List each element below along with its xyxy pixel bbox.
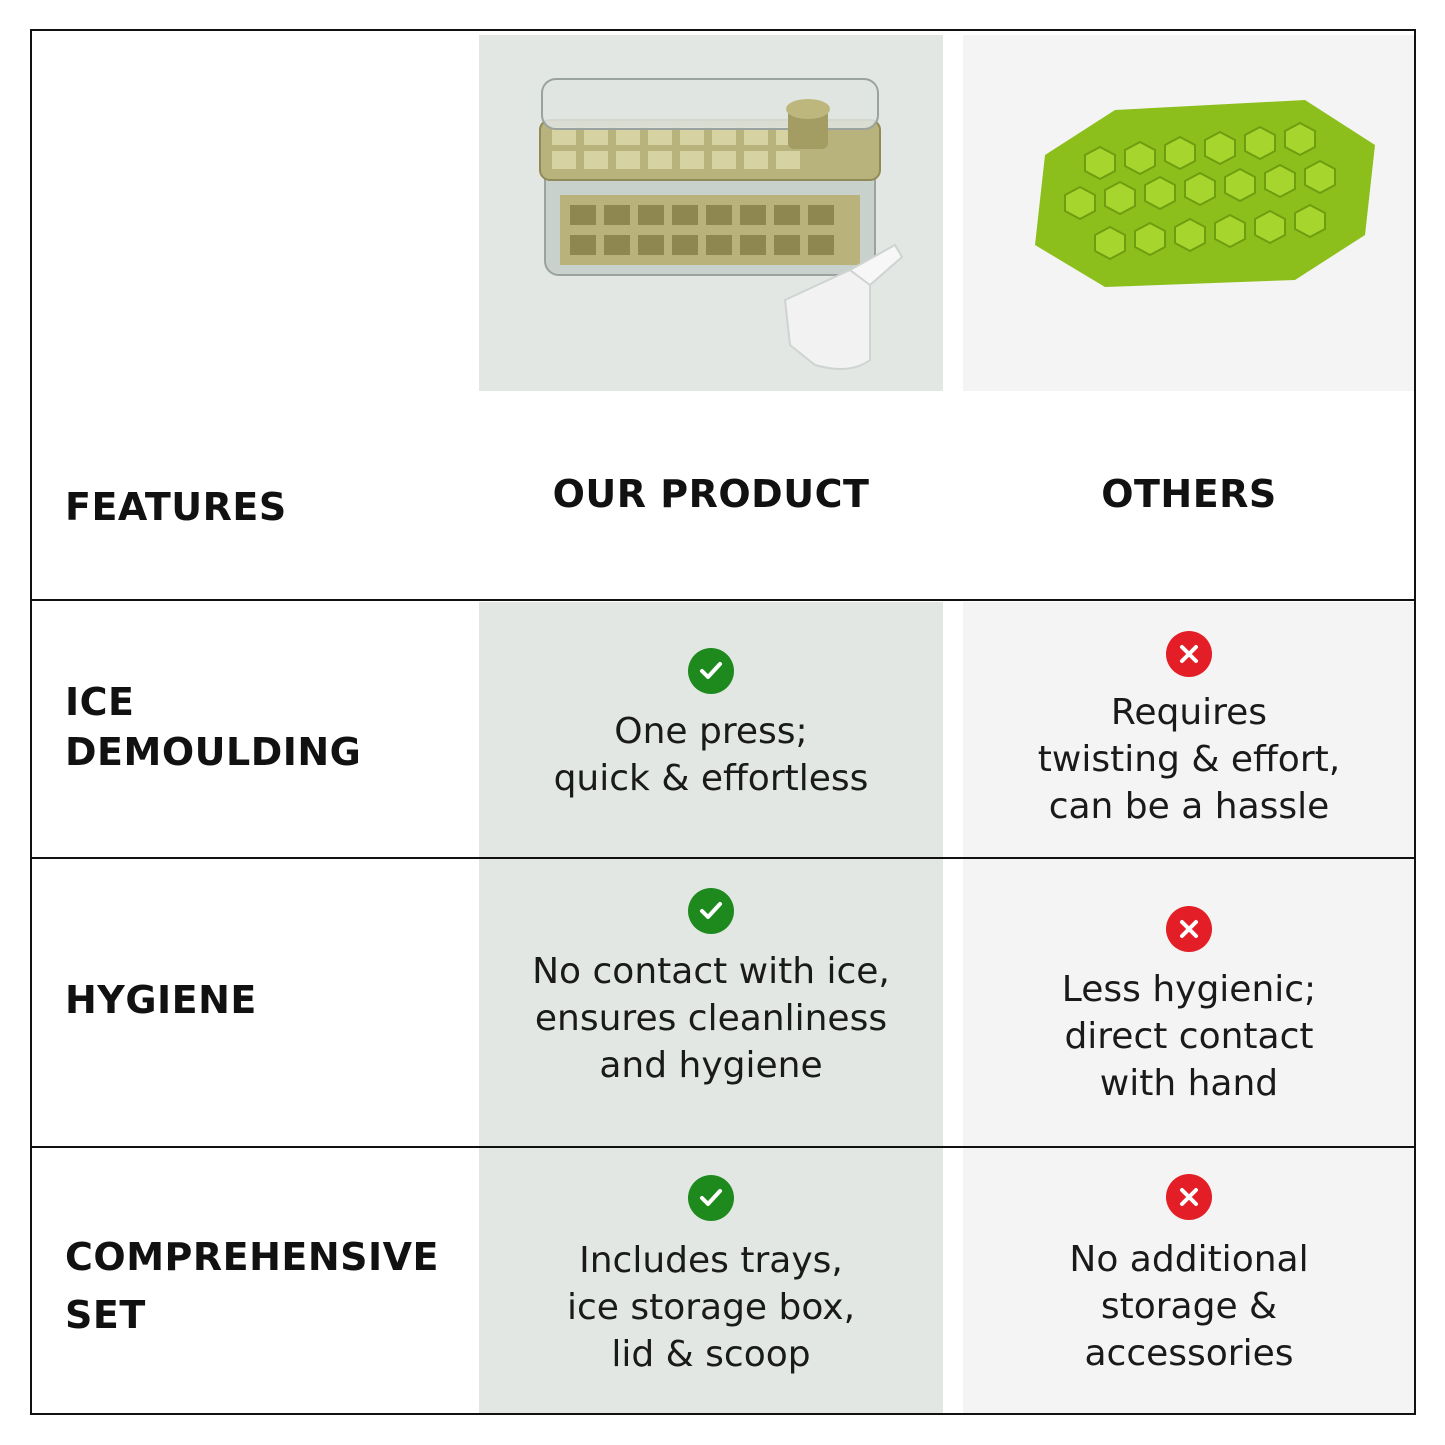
- our-cell-ice-demoulding: One press; quick & effortless: [479, 648, 943, 802]
- comparison-table: [30, 29, 1416, 1415]
- our-text: No contact with ice, ensures cleanliness…: [532, 951, 890, 1086]
- others-cell-comprehensive-set: No additional storage & accessories: [963, 1174, 1415, 1377]
- others-text: Requires twisting & effort, can be a has…: [1037, 692, 1341, 827]
- others-header: OTHERS: [1101, 472, 1277, 516]
- row-divider: [30, 1146, 1416, 1148]
- others-text: No additional storage & accessories: [1069, 1239, 1309, 1374]
- cross-icon: [1166, 906, 1212, 952]
- row-divider: [30, 857, 1416, 859]
- our-product-image: [520, 65, 920, 385]
- others-text: Less hygienic; direct contact with hand: [1061, 969, 1317, 1104]
- feature-comprehensive-set: COMPREHENSIVE SET: [65, 1235, 440, 1337]
- others-image: [1005, 95, 1405, 295]
- our-text: Includes trays, ice storage box, lid & s…: [566, 1240, 856, 1375]
- cross-icon: [1166, 1174, 1212, 1220]
- others-column-bg: [963, 602, 1415, 1414]
- check-icon: [688, 888, 734, 934]
- our-cell-comprehensive-set: Includes trays, ice storage box, lid & s…: [479, 1175, 943, 1378]
- feature-hygiene: HYGIENE: [65, 978, 257, 1022]
- cross-icon: [1166, 631, 1212, 677]
- check-icon: [688, 648, 734, 694]
- features-header: FEATURES: [65, 485, 287, 529]
- our-cell-hygiene: No contact with ice, ensures cleanliness…: [479, 888, 943, 1089]
- others-cell-ice-demoulding: Requires twisting & effort, can be a has…: [963, 631, 1415, 830]
- our-text: One press; quick & effortless: [553, 711, 869, 799]
- our-product-column-bg: [479, 602, 943, 1414]
- row-divider: [30, 599, 1416, 601]
- others-cell-hygiene: Less hygienic; direct contact with hand: [963, 906, 1415, 1107]
- our-product-header: OUR PRODUCT: [552, 472, 870, 516]
- feature-ice-demoulding: ICE DEMOULDING: [65, 680, 362, 774]
- check-icon: [688, 1175, 734, 1221]
